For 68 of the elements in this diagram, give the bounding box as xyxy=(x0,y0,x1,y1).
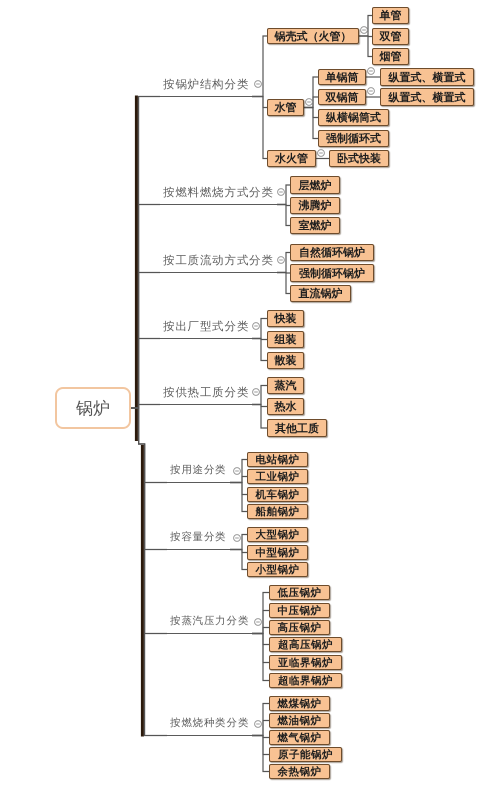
branch-label: 按用途分类 xyxy=(167,464,230,483)
connector-line xyxy=(230,548,247,570)
topic-box: 工业锅炉 xyxy=(247,469,308,484)
branch-label: 按锅炉结构分类 xyxy=(160,77,252,97)
topic-box: 层燃炉 xyxy=(290,176,340,194)
connector-line xyxy=(277,204,290,226)
topic-box: 大型锅炉 xyxy=(247,527,308,542)
branch-label: 按工质流动方式分类 xyxy=(160,253,277,273)
topic-box: 双锅筒 xyxy=(318,89,366,105)
topic-box: 燃气锅炉 xyxy=(269,730,330,745)
topic-box: 沸腾炉 xyxy=(290,197,340,214)
topic-box: 快装 xyxy=(267,310,304,327)
connector-line xyxy=(252,404,267,429)
branch-label: 按燃烧种类分类 xyxy=(167,717,252,736)
branch-label: 按供热工质分类 xyxy=(160,385,252,405)
connector-line xyxy=(131,407,167,736)
topic-box: 余热锅炉 xyxy=(269,764,330,779)
connector-line xyxy=(252,734,269,772)
connector-line xyxy=(277,272,290,294)
topic-box: 水管 xyxy=(267,99,304,116)
connector-line xyxy=(252,632,269,682)
topic-box: 热水 xyxy=(267,398,304,415)
topic-box: 燃煤锅炉 xyxy=(269,696,330,711)
topic-box: 低压锅炉 xyxy=(269,585,330,600)
topic-box: 卧式快装 xyxy=(329,150,389,167)
topic-box: 自然循环锅炉 xyxy=(290,244,374,261)
topic-box: 纵横锅筒式 xyxy=(318,109,389,126)
branch-label: 按容量分类 xyxy=(167,531,230,550)
topic-box: 强制循环锅炉 xyxy=(290,264,374,282)
topic-box: 机车锅炉 xyxy=(247,487,308,502)
topic-box: 超临界锅炉 xyxy=(269,673,342,688)
topic-box: 电站锅炉 xyxy=(247,452,308,467)
topic-box: 直流锅炉 xyxy=(290,285,351,302)
topic-box: 燃油锅炉 xyxy=(269,713,330,728)
branch-label: 按出厂型式分类 xyxy=(160,319,252,339)
topic-box: 强制循环式 xyxy=(318,130,389,147)
connector-line xyxy=(230,482,247,512)
root-topic-box: 锅炉 xyxy=(55,387,131,429)
topic-box: 烟管 xyxy=(372,48,409,65)
topic-box: 水火管 xyxy=(267,150,316,167)
connector-line xyxy=(359,35,372,58)
topic-box: 小型锅炉 xyxy=(247,562,308,577)
topic-box: 组装 xyxy=(267,331,304,348)
connector-line xyxy=(366,96,380,98)
topic-box: 单管 xyxy=(372,7,409,24)
topic-box: 单锅筒 xyxy=(318,69,366,85)
branch-label: 按蒸汽压力分类 xyxy=(167,615,252,634)
connector-line xyxy=(366,76,380,78)
topic-box: 其他工质 xyxy=(267,419,327,437)
topic-box: 中压锅炉 xyxy=(269,603,330,618)
topic-box: 纵置式、横置式 xyxy=(380,68,474,86)
topic-box: 亚临界锅炉 xyxy=(269,655,342,670)
topic-box: 锅壳式（火管） xyxy=(267,28,359,44)
connector-line xyxy=(252,338,267,362)
topic-box: 船舶锅炉 xyxy=(247,504,308,519)
topic-box: 中型锅炉 xyxy=(247,545,308,560)
topic-box: 原子能锅炉 xyxy=(269,747,342,762)
topic-box: 超高压锅炉 xyxy=(269,637,342,652)
topic-box: 高压锅炉 xyxy=(269,620,330,635)
connector-line xyxy=(304,106,318,140)
topic-box: 双管 xyxy=(372,28,409,45)
connector-line xyxy=(252,96,267,160)
topic-box: 纵置式、横置式 xyxy=(380,88,474,106)
branch-label: 按燃料燃烧方式分类 xyxy=(160,185,277,205)
connector-line xyxy=(316,158,329,160)
topic-box: 室燃炉 xyxy=(290,217,340,234)
topic-box: 蒸汽 xyxy=(267,377,304,394)
topic-box: 散装 xyxy=(267,352,304,369)
